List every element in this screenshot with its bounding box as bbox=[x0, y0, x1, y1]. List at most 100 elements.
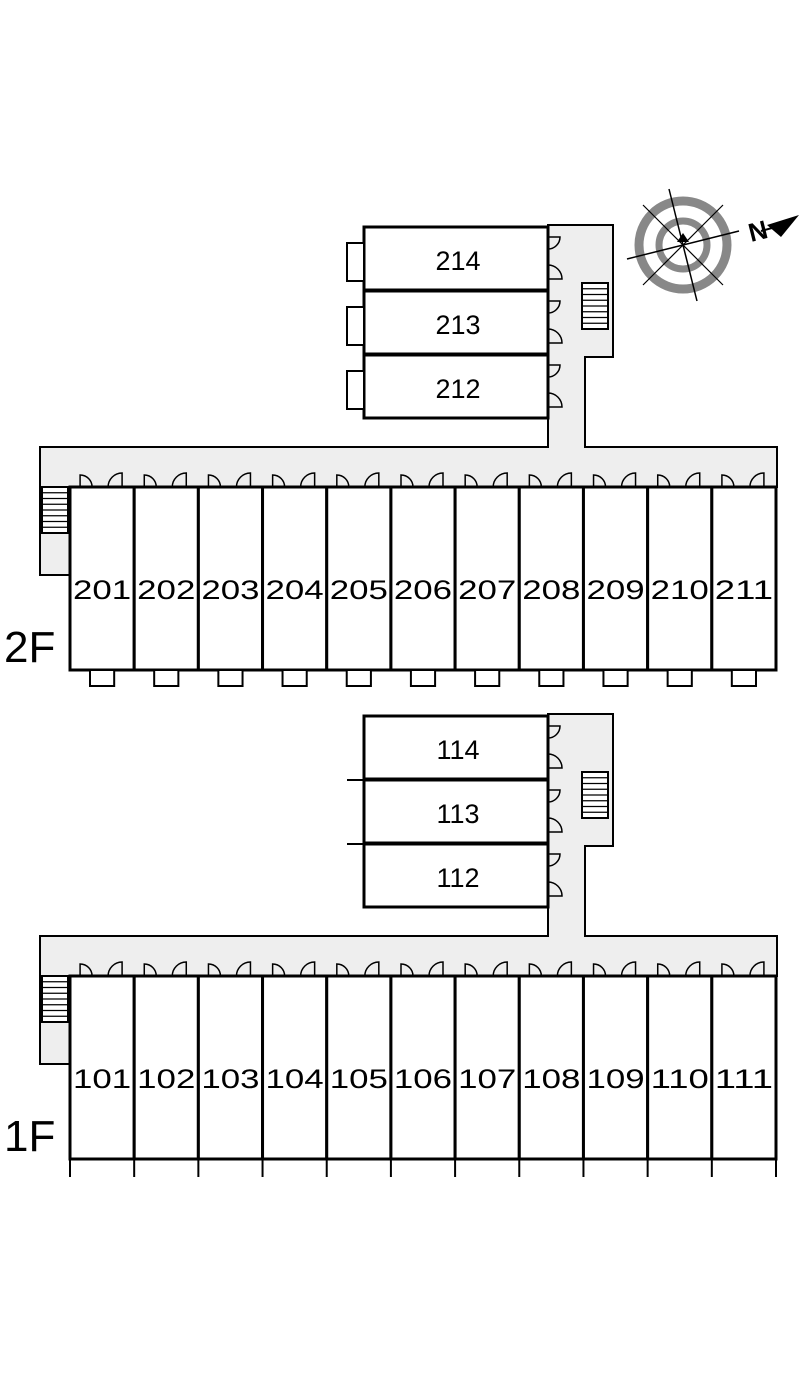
door-icon bbox=[556, 961, 573, 977]
door-icon bbox=[592, 474, 607, 488]
balcony bbox=[89, 669, 116, 687]
unit-room bbox=[517, 974, 585, 1161]
unit-room bbox=[453, 485, 521, 672]
unit-label: 211 bbox=[715, 575, 773, 605]
door-icon bbox=[271, 963, 286, 977]
door-icon bbox=[656, 474, 671, 488]
balcony bbox=[345, 669, 372, 687]
unit-label: 202 bbox=[137, 575, 195, 605]
unit-205: 205 bbox=[325, 472, 393, 687]
door-icon bbox=[547, 789, 561, 803]
unit-label: 108 bbox=[522, 1064, 580, 1094]
unit-105: 105 bbox=[325, 961, 393, 1177]
door-icon bbox=[528, 474, 543, 488]
door-icon bbox=[299, 961, 316, 977]
unit-202: 202 bbox=[132, 472, 200, 687]
unit-room bbox=[581, 974, 650, 1161]
balcony bbox=[153, 669, 180, 687]
door-icon bbox=[79, 963, 93, 977]
floor-label: 2F bbox=[4, 623, 55, 672]
unit-211: 211 bbox=[710, 472, 778, 687]
unit-room bbox=[68, 974, 136, 1161]
unit-203: 203 bbox=[196, 472, 265, 687]
door-icon bbox=[547, 236, 561, 250]
unit-label: 204 bbox=[266, 575, 324, 605]
floor-label: 1F bbox=[4, 1112, 55, 1161]
unit-102: 102 bbox=[132, 961, 200, 1177]
unit-room bbox=[389, 485, 457, 672]
door-icon bbox=[336, 474, 350, 488]
door-icon bbox=[556, 472, 573, 488]
door-icon bbox=[492, 472, 508, 488]
door-icon bbox=[107, 961, 123, 977]
door-icon bbox=[547, 725, 561, 739]
compass-north-label: N bbox=[745, 214, 770, 248]
door-icon bbox=[428, 961, 444, 977]
unit-109: 109 bbox=[581, 961, 650, 1177]
unit-112: 112 bbox=[347, 842, 563, 909]
unit-210: 210 bbox=[646, 472, 714, 687]
unit-207: 207 bbox=[453, 472, 521, 687]
door-icon bbox=[428, 472, 444, 488]
door-icon bbox=[547, 392, 563, 408]
unit-label: 208 bbox=[522, 575, 580, 605]
unit-label: 206 bbox=[394, 575, 452, 605]
balcony bbox=[602, 669, 629, 687]
unit-114: 114 bbox=[362, 714, 563, 781]
door-icon bbox=[107, 472, 123, 488]
door-icon bbox=[684, 472, 701, 488]
unit-213: 213 bbox=[346, 289, 563, 356]
unit-214: 214 bbox=[346, 225, 563, 292]
door-icon bbox=[400, 474, 414, 488]
door-icon bbox=[684, 961, 701, 977]
unit-label: 209 bbox=[586, 575, 644, 605]
door-icon bbox=[207, 963, 222, 977]
unit-room bbox=[196, 974, 265, 1161]
unit-209: 209 bbox=[581, 472, 650, 687]
unit-label: 214 bbox=[435, 246, 480, 276]
unit-113: 113 bbox=[347, 778, 563, 845]
unit-label: 213 bbox=[435, 310, 480, 340]
balcony bbox=[281, 669, 308, 687]
door-icon bbox=[547, 853, 561, 867]
unit-label: 207 bbox=[458, 575, 516, 605]
balcony bbox=[538, 669, 565, 687]
door-icon bbox=[721, 474, 735, 488]
unit-104: 104 bbox=[261, 961, 329, 1177]
unit-room bbox=[362, 842, 550, 909]
unit-room bbox=[517, 485, 585, 672]
balcony bbox=[217, 669, 244, 687]
door-icon bbox=[271, 474, 286, 488]
door-icon bbox=[235, 961, 252, 977]
unit-room bbox=[261, 485, 329, 672]
balcony bbox=[409, 669, 437, 687]
unit-101: 101 bbox=[68, 961, 136, 1177]
door-icon bbox=[336, 963, 350, 977]
door-icon bbox=[464, 963, 478, 977]
unit-label: 112 bbox=[436, 863, 479, 893]
door-icon bbox=[299, 472, 316, 488]
door-icon bbox=[620, 472, 637, 488]
door-icon bbox=[364, 961, 380, 977]
door-icon bbox=[547, 300, 561, 314]
unit-label: 105 bbox=[330, 1064, 388, 1094]
compass-icon: N bbox=[626, 188, 799, 302]
unit-111: 111 bbox=[710, 961, 778, 1177]
unit-label: 201 bbox=[73, 575, 131, 605]
door-icon bbox=[547, 753, 563, 769]
balcony bbox=[666, 669, 693, 687]
unit-107: 107 bbox=[453, 961, 521, 1177]
unit-208: 208 bbox=[517, 472, 585, 687]
door-icon bbox=[400, 963, 414, 977]
door-icon bbox=[492, 961, 508, 977]
unit-room bbox=[389, 974, 457, 1161]
door-icon bbox=[207, 474, 222, 488]
unit-label: 113 bbox=[436, 799, 479, 829]
balcony bbox=[474, 669, 501, 687]
door-icon bbox=[547, 364, 561, 378]
unit-label: 104 bbox=[266, 1064, 324, 1094]
